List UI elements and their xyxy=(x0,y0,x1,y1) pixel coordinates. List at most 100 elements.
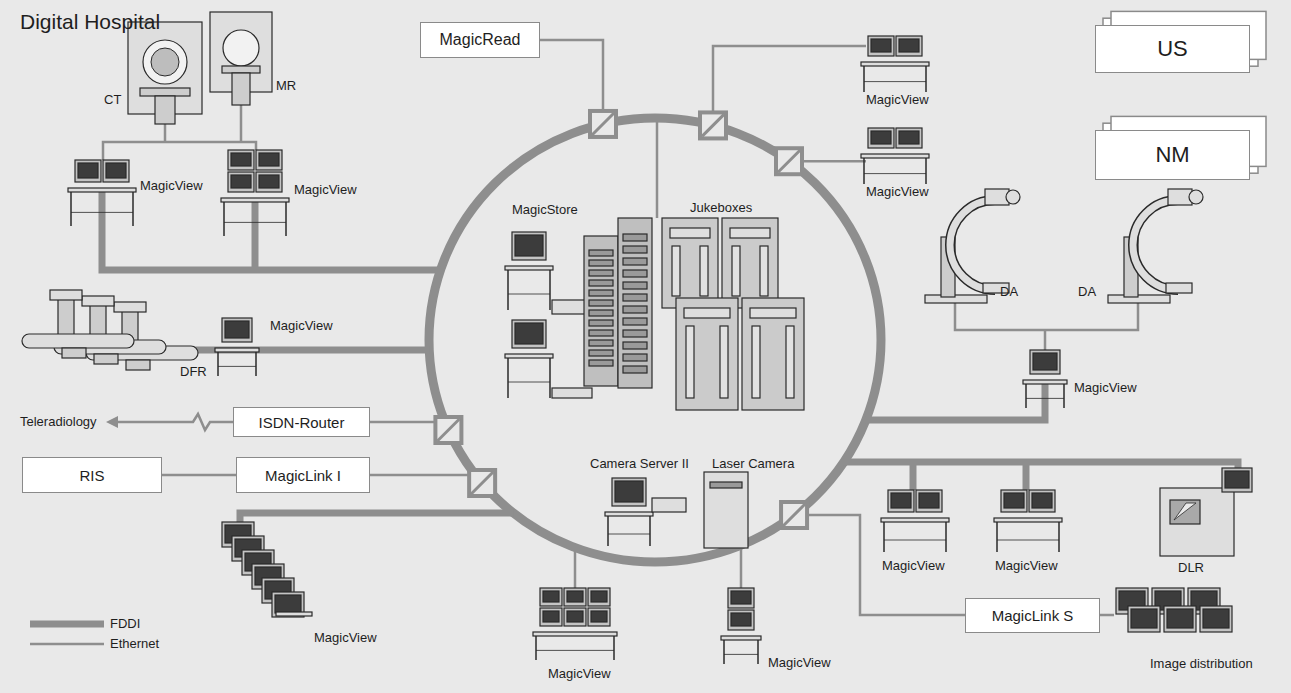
ct-bore-inner xyxy=(151,48,179,76)
monitor-screen xyxy=(871,131,891,144)
workstation xyxy=(68,160,136,226)
part-label: MagicView xyxy=(995,558,1058,573)
ring-connector xyxy=(435,417,461,443)
connector-square xyxy=(435,417,461,443)
rack-slot xyxy=(623,342,647,349)
part-label: Camera Server II xyxy=(590,456,689,471)
rack-slot xyxy=(589,310,613,316)
ethernet-line xyxy=(955,303,1138,330)
desk-rail xyxy=(997,540,1059,541)
connector-square xyxy=(776,148,802,174)
c-arm xyxy=(950,200,995,290)
connector-diagonal xyxy=(702,114,724,136)
monitor xyxy=(728,588,754,608)
monitor-screen xyxy=(731,613,751,626)
part-label: DFR xyxy=(180,364,207,379)
monitor xyxy=(256,172,282,192)
desk-rail xyxy=(864,173,926,174)
part-label: Laser Camera xyxy=(712,456,794,471)
rack-slot xyxy=(623,282,647,289)
monitor-screen xyxy=(231,153,251,166)
ethernet-line xyxy=(1044,330,1047,350)
desk-leg xyxy=(649,516,651,546)
desk-leg xyxy=(863,158,865,184)
desk-top xyxy=(221,198,289,202)
desk-leg xyxy=(1058,522,1060,552)
ring-connector xyxy=(776,148,802,174)
mr-bore xyxy=(223,30,259,66)
x-ray-tube-end xyxy=(1189,190,1203,204)
desk-leg xyxy=(883,522,885,552)
desk-leg xyxy=(1025,384,1027,408)
desk-top xyxy=(215,348,259,352)
c-arm xyxy=(1133,200,1178,290)
desk-rail xyxy=(508,294,550,295)
monitor-screen xyxy=(591,611,607,622)
rack-slot xyxy=(589,360,613,366)
legend-label: FDDI xyxy=(110,616,140,631)
ring-connector xyxy=(700,112,726,138)
box-label: MagicRead xyxy=(440,31,521,49)
workstation xyxy=(994,490,1062,552)
system-box: RIS xyxy=(22,457,162,493)
ethernet-line xyxy=(574,548,577,588)
system-box: MagicLink S xyxy=(965,598,1100,633)
desk-leg xyxy=(549,270,551,310)
connector-square xyxy=(781,502,807,528)
desk-leg xyxy=(757,640,759,664)
monitor xyxy=(512,232,546,260)
rack-slot xyxy=(623,234,647,241)
legend-ethernet-sample xyxy=(30,643,104,646)
part-label: MagicView xyxy=(1074,380,1137,395)
desk-top xyxy=(1023,380,1067,384)
desk-top xyxy=(994,518,1062,522)
jukebox-door xyxy=(760,246,768,296)
monitor xyxy=(612,478,646,506)
laser-camera-slot xyxy=(710,482,742,488)
monitor xyxy=(512,320,546,348)
rack-slot xyxy=(589,280,613,286)
box-label: NM xyxy=(1155,142,1189,168)
part-label: MagicView xyxy=(140,178,203,193)
ethernet-line xyxy=(240,105,243,142)
part-label: Image distribution xyxy=(1150,656,1253,671)
box-label: ISDN-Router xyxy=(259,414,345,431)
monitor-screen xyxy=(871,39,891,52)
desk-leg xyxy=(723,640,725,664)
monitor xyxy=(540,588,562,606)
rack-slot xyxy=(623,366,647,373)
part-label: Teleradiology xyxy=(20,414,97,429)
connector-square xyxy=(700,112,726,138)
ethernet-line xyxy=(794,515,965,615)
workstation xyxy=(605,478,653,546)
connector-diagonal xyxy=(783,504,805,526)
monitor xyxy=(896,128,922,148)
server-rack xyxy=(584,236,618,386)
desk-leg xyxy=(549,358,551,398)
dlr-window xyxy=(1170,500,1200,524)
connector-diagonal xyxy=(592,113,614,135)
desk-top xyxy=(68,188,136,192)
monitor xyxy=(1001,490,1027,512)
c-arm-unit xyxy=(925,189,1020,303)
monitor xyxy=(222,318,252,342)
system-box: US xyxy=(1095,25,1250,73)
lines xyxy=(102,40,1238,615)
monitor-screen xyxy=(615,481,643,502)
fddi-line xyxy=(844,462,1238,470)
monitor xyxy=(564,608,586,626)
monitor-screen xyxy=(899,131,919,144)
workstation xyxy=(1023,350,1067,408)
rack-slot xyxy=(589,300,613,306)
rack-slot xyxy=(589,320,613,326)
part-label: MagicView xyxy=(294,182,357,197)
rack-slot xyxy=(623,354,647,361)
pictures xyxy=(22,12,1252,664)
c-arm-outline xyxy=(1133,200,1178,290)
monitor-screen xyxy=(891,493,911,508)
desk-leg xyxy=(535,636,537,660)
rack-slot xyxy=(623,306,647,313)
monitor xyxy=(1029,490,1055,512)
